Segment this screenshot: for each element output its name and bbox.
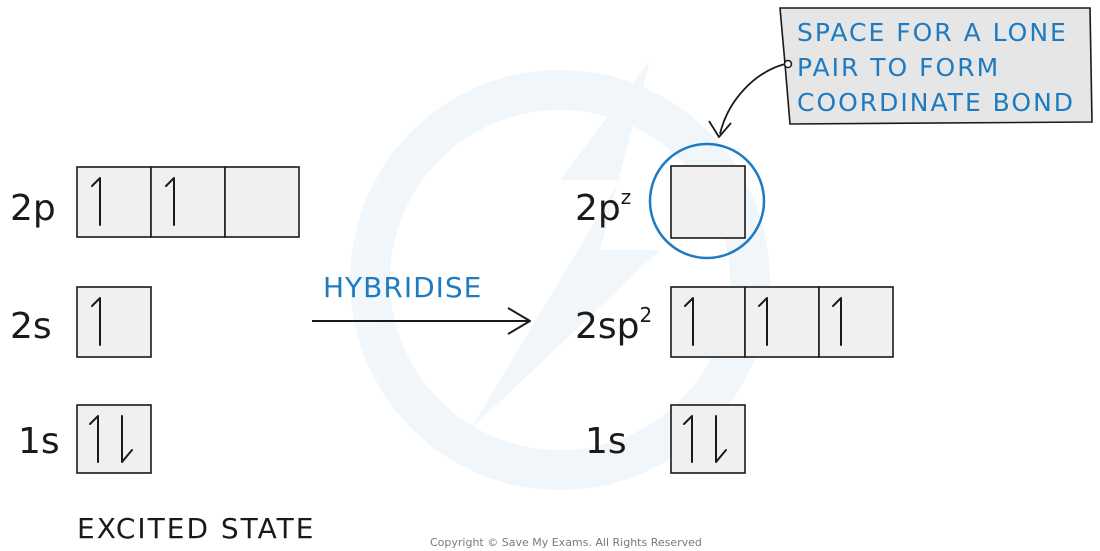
- electron-down-arrow: [121, 415, 133, 463]
- left-1s-box-1: [76, 404, 152, 474]
- right-2sp-label: 2sp2: [575, 303, 652, 347]
- left-2s-boxes: [76, 286, 152, 358]
- left-2p-box-3: [224, 166, 300, 238]
- electron-up-arrow: [89, 415, 99, 463]
- right-1s-label: 1s: [585, 421, 627, 462]
- copyright-notice: Copyright © Save My Exams. All Rights Re…: [430, 536, 702, 549]
- hybridise-label: HYBRIDISE: [323, 271, 482, 304]
- right-2sp-box-1: [670, 286, 746, 358]
- right-1s-box-1: [670, 404, 746, 474]
- callout-line-3: COORDINATE BOND: [797, 88, 1075, 117]
- left-2s-box-1: [76, 286, 152, 358]
- electron-up-arrow: [165, 177, 175, 226]
- electron-up-arrow: [758, 297, 768, 346]
- electron-up-arrow: [684, 297, 694, 346]
- electron-up-arrow: [832, 297, 842, 346]
- callout-arrow-head-icon: [708, 120, 732, 138]
- right-2sp-box-3: [818, 286, 894, 358]
- left-1s-boxes: [76, 404, 152, 474]
- electron-up-arrow: [91, 297, 101, 346]
- callout-box: [779, 7, 1093, 125]
- callout-line-1: SPACE FOR A LONE: [797, 18, 1068, 47]
- left-2p-box-1: [76, 166, 152, 238]
- watermark-logo: [350, 60, 770, 490]
- electron-down-arrow: [715, 415, 727, 463]
- left-2s-label: 2s: [10, 306, 52, 347]
- right-2p-box-1: [670, 165, 746, 239]
- left-2p-label: 2p: [10, 188, 56, 229]
- lone-pair-callout: SPACE FOR A LONE PAIR TO FORM COORDINATE…: [708, 7, 1093, 138]
- left-2p-box-2: [150, 166, 226, 238]
- empty-orbital-highlight-circle: [648, 142, 766, 260]
- left-2p-boxes: [76, 166, 300, 238]
- right-1s-boxes: [670, 404, 746, 474]
- electron-up-arrow: [683, 415, 693, 463]
- hybridised-state-group: 2pz 2sp2 1s: [575, 142, 894, 474]
- callout-pointer-dot-icon: [783, 59, 793, 69]
- excited-state-group: 2p 2s 1s EXCITED STATE: [10, 166, 315, 545]
- right-2sp-box-2: [744, 286, 820, 358]
- right-2p-label: 2pz: [575, 185, 631, 229]
- right-2sp-boxes: [670, 286, 894, 358]
- callout-pointer-line: [719, 63, 786, 135]
- arrow-head-icon: [507, 307, 531, 335]
- left-1s-label: 1s: [18, 421, 60, 462]
- callout-line-2: PAIR TO FORM: [797, 53, 1000, 82]
- hybridise-arrow-group: HYBRIDISE: [312, 271, 531, 335]
- electron-up-arrow: [91, 177, 101, 226]
- excited-state-label: EXCITED STATE: [77, 512, 315, 545]
